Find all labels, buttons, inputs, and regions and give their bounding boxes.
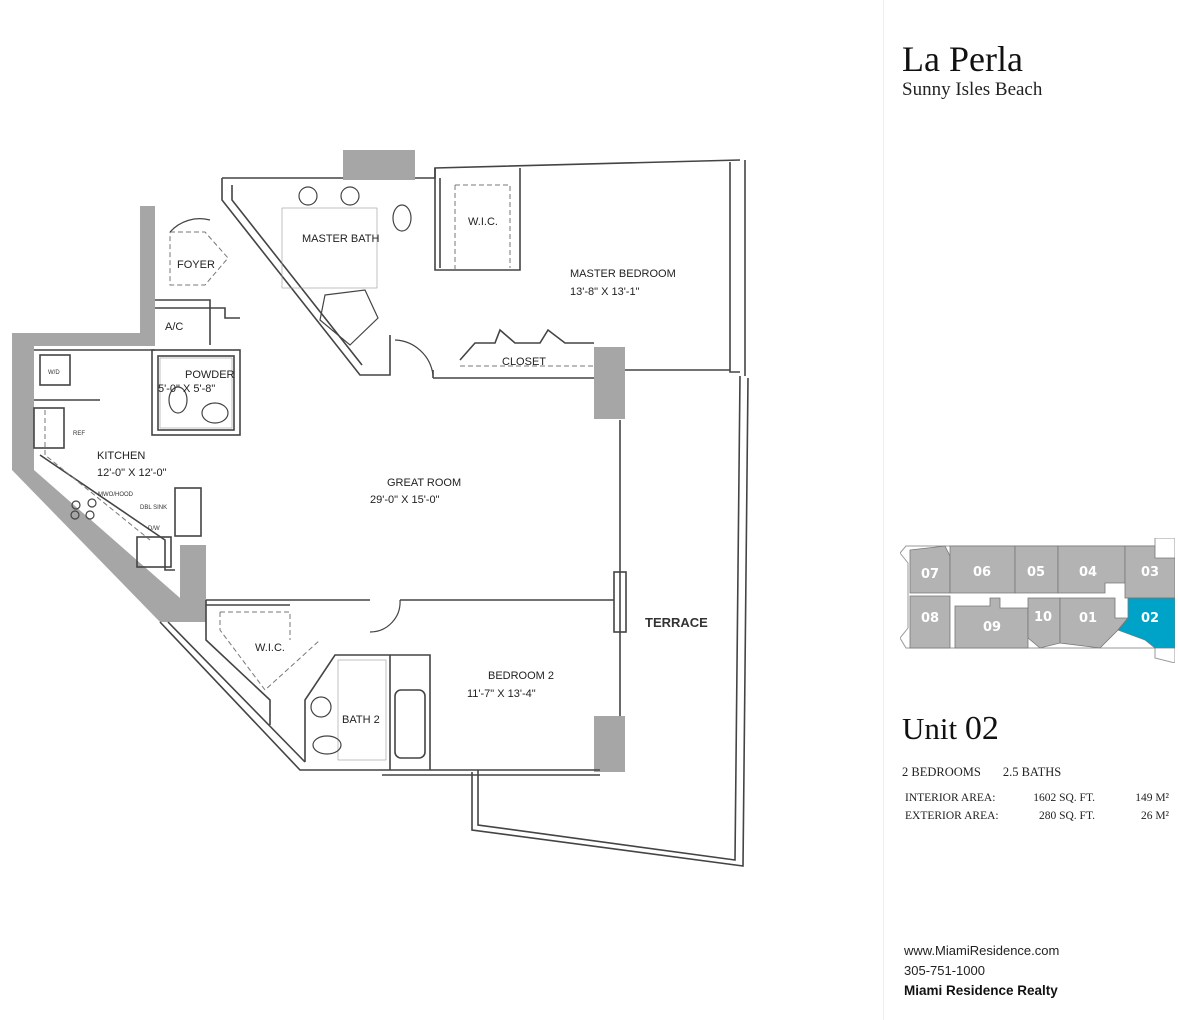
fixtures — [70, 186, 434, 755]
keyplan-unit-08 — [909, 595, 951, 649]
mwo-label: MWO/HOOD — [98, 492, 134, 498]
property-name: La Perla — [902, 39, 1023, 79]
area-sqft: 1602 SQ. FT. — [1033, 792, 1095, 804]
area-sqm: 26 M² — [1140, 810, 1169, 822]
property-location: Sunny Isles Beach — [902, 79, 1043, 100]
area-label: EXTERIOR AREA: — [905, 810, 999, 822]
closet-label: CLOSET — [502, 356, 546, 368]
keyplan-unit-09 — [954, 597, 1029, 649]
keyplan-unit-label: 10 — [1034, 610, 1052, 625]
foyer-label: FOYER — [177, 259, 215, 271]
kitchen-label: KITCHEN — [97, 450, 145, 462]
keyplan-unit-label: 08 — [921, 611, 939, 626]
key-plan: 07 06 05 04 03 08 09 10 01 02 — [900, 538, 1175, 663]
keyplan-unit-label: 09 — [983, 620, 1001, 635]
great-room-label: GREAT ROOM — [387, 477, 461, 489]
bedrooms-count: 2 BEDROOMS — [902, 765, 981, 779]
wic2-label: W.I.C. — [255, 642, 285, 654]
keyplan-unit-label: 05 — [1027, 565, 1045, 580]
room-labels: FOYER A/C MASTER BATH W.I.C. MASTER BEDR… — [48, 216, 708, 726]
powder-label: POWDER — [185, 369, 235, 381]
unit-summary: 2 BEDROOMS 2.5 BATHS — [902, 765, 1083, 780]
powder-dim: 5'-0" X 5'-8" — [158, 383, 215, 395]
terrace-label: TERRACE — [645, 615, 708, 630]
unit-number: 02 — [964, 710, 999, 747]
master-bedroom-label: MASTER BEDROOM — [570, 268, 676, 280]
master-bedroom-dim: 13'-8" X 13'-1" — [570, 286, 640, 298]
bedroom2-label: BEDROOM 2 — [488, 670, 554, 682]
interior-walls — [33, 159, 749, 867]
keyplan-unit-label: 06 — [973, 565, 991, 580]
keyplan-unit-02 — [1117, 597, 1175, 649]
floor-plan: FOYER A/C MASTER BATH W.I.C. MASTER BEDR… — [12, 150, 749, 867]
keyplan-unit-03 — [1124, 545, 1175, 599]
keyplan-unit-label: 07 — [921, 567, 939, 582]
unit-title: Unit 02 — [902, 710, 999, 748]
keyplan-unit-label: 04 — [1079, 565, 1097, 580]
great-room-dim: 29'-0" X 15'-0" — [370, 494, 440, 506]
dw-label: D/W — [148, 526, 160, 532]
company-name: Miami Residence Realty — [904, 983, 1058, 998]
bedroom2-dim: 11'-7" X 13'-4" — [467, 688, 536, 700]
wic-label: W.I.C. — [468, 216, 498, 228]
bath2-label: BATH 2 — [342, 714, 380, 726]
structural-walls — [12, 150, 625, 772]
phone-number: 305-751-1000 — [904, 963, 985, 978]
master-bath-label: MASTER BATH — [302, 233, 379, 245]
area-sqm: 149 M² — [1135, 792, 1169, 804]
tile-pattern — [159, 207, 387, 761]
keyplan-unit-label: 02 — [1141, 611, 1159, 626]
ref-label: REF — [73, 431, 85, 437]
area-sqft: 280 SQ. FT. — [1038, 810, 1095, 822]
kitchen-dim: 12'-0" X 12'-0" — [97, 467, 167, 479]
unit-label: Unit — [902, 711, 958, 746]
wd-label: W/D — [48, 370, 60, 376]
ac-label: A/C — [165, 321, 183, 333]
baths-count: 2.5 BATHS — [1002, 765, 1062, 779]
keyplan-unit-label: 03 — [1141, 565, 1159, 580]
dashed-lines — [44, 184, 594, 691]
area-label: INTERIOR AREA: — [905, 792, 996, 804]
keyplan-unit-label: 01 — [1079, 611, 1097, 626]
dbl-sink-label: DBL SINK — [140, 505, 167, 511]
website-link[interactable]: www.MiamiResidence.com — [904, 943, 1060, 958]
keyplan-unit-10 — [1027, 597, 1061, 649]
